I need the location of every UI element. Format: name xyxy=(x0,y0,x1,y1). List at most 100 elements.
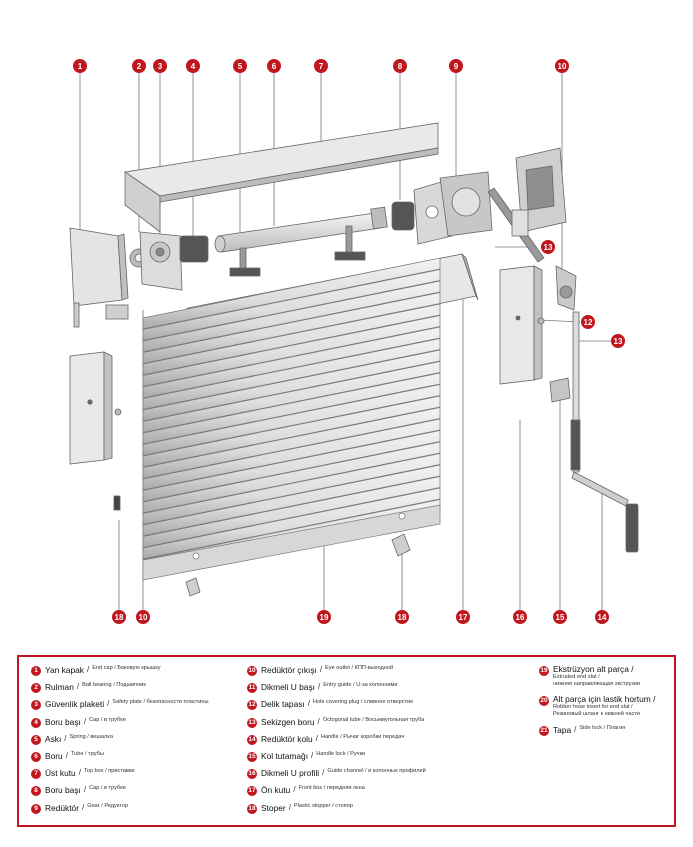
legend-number-badge: 17 xyxy=(247,786,257,797)
legend-term-en: Spring / вешалка xyxy=(69,733,113,740)
curtain-slat xyxy=(142,384,441,456)
legend-term-ru: Резиновый шланг к нижней части xyxy=(553,711,640,717)
legend-term-en: Octogonal tube / Восьмиугольная труба xyxy=(322,716,425,723)
curtain-slat xyxy=(142,487,441,560)
legend-separator: / xyxy=(76,682,80,692)
legend-term-en: Entry guide / U-за колоннами xyxy=(323,682,398,689)
callout-badge-circle xyxy=(73,59,87,73)
curtain-slat xyxy=(142,453,441,525)
curtain-slat xyxy=(142,441,441,514)
legend-term-tr: Tapa xyxy=(553,725,572,735)
curtain-slat xyxy=(142,315,441,387)
legend-term-en: Handle lock / Ручки xyxy=(316,750,366,757)
callout-badge-circle xyxy=(541,240,555,254)
legend-term-tr: Dikmeli U başı xyxy=(261,682,315,693)
legend-term-en: Cap / в трубке xyxy=(89,785,126,792)
legend-separator: / xyxy=(78,768,81,778)
curtain-slat xyxy=(142,395,441,468)
callout-badge-number: 10 xyxy=(139,613,148,622)
guide-channels xyxy=(69,265,545,511)
callout-badge-number: 12 xyxy=(584,318,593,327)
curtain-slat xyxy=(142,303,441,376)
callout-badge-number: 5 xyxy=(238,62,243,71)
callout-badge: 7 xyxy=(314,59,328,73)
legend-separator: / xyxy=(317,716,320,726)
callout-badge-circle xyxy=(233,59,247,73)
legend-text: Alt parça için lastik hortum /Robber hos… xyxy=(553,695,655,718)
callout-badge: 17 xyxy=(456,610,470,624)
curtain-slat xyxy=(142,361,441,433)
curtain-slat xyxy=(142,269,441,341)
callout-badge-number: 18 xyxy=(398,613,407,622)
legend-separator: / xyxy=(317,682,321,692)
crank-handle xyxy=(549,311,639,553)
legend-number-badge: 6 xyxy=(31,751,41,762)
curtain-slat xyxy=(142,372,441,445)
legend-term-tr: Stoper xyxy=(261,802,286,813)
callout-badge: 13 xyxy=(541,240,555,254)
legend-number-badge: 1 xyxy=(31,666,41,676)
legend-number-badge: 12 xyxy=(247,700,257,711)
legend-number-badge: 16 xyxy=(247,769,257,780)
curtain-slat xyxy=(142,257,441,330)
legend-term-tr: Redüktör kolu xyxy=(261,733,313,744)
legend-number-badge: 5 xyxy=(31,734,41,745)
legend-term-tr: Boru başı xyxy=(45,785,81,796)
callout-badge: 14 xyxy=(595,610,609,624)
legend-number-badge: 11 xyxy=(247,683,257,694)
callout-lines xyxy=(79,70,612,610)
legend-separator: / xyxy=(83,716,87,726)
legend-number-badge: 2 xyxy=(31,683,41,694)
legend-term-tr: Redüktör çıkışı xyxy=(261,665,317,675)
callout-badge-circle xyxy=(555,59,569,73)
legend-number-badge: 7 xyxy=(31,769,41,780)
callout-badge-circle xyxy=(317,610,331,624)
callout-badge-circle xyxy=(449,59,463,73)
callout-badge-number: 2 xyxy=(137,62,142,71)
plugs xyxy=(185,533,411,597)
legend-separator: / xyxy=(64,733,67,743)
callout-badge-circle xyxy=(456,610,470,624)
callout-badge-number: 19 xyxy=(320,613,329,622)
legend-term-tr: Sekizgen boru xyxy=(261,716,315,727)
callout-badge: 8 xyxy=(393,59,407,73)
legend-term-tr: Ön kutu xyxy=(261,785,291,796)
callout-badge-number: 18 xyxy=(115,613,124,622)
legend-term-en: Safety plate / безопасности пластины xyxy=(112,699,209,706)
callout-badge: 6 xyxy=(267,59,281,73)
curtain-slat xyxy=(142,407,441,479)
legend-term-tr: Yan kapak xyxy=(45,665,84,675)
callout-badge-number: 13 xyxy=(614,337,623,346)
legend-term-tr: Kol tutamağı xyxy=(261,750,309,761)
callout-badge-circle xyxy=(395,610,409,624)
legend-term-tr: Dikmeli U profili xyxy=(261,768,320,779)
callout-badge-number: 1 xyxy=(78,62,83,71)
legend-number-badge: 13 xyxy=(247,717,257,728)
callout-badge-circle xyxy=(136,610,150,624)
legend-separator: / xyxy=(574,725,577,734)
curtain-slat xyxy=(142,349,441,422)
callout-badge: 10 xyxy=(136,610,150,624)
callout-badge-number: 4 xyxy=(191,62,196,71)
callout-badge-circle xyxy=(112,610,126,624)
callout-badge: 1 xyxy=(73,59,87,73)
callout-badge: 3 xyxy=(153,59,167,73)
legend-number-badge: 18 xyxy=(247,803,257,814)
callout-badge: 13 xyxy=(611,334,625,348)
legend-term-en: Eye outlet / КПП-выходной xyxy=(325,665,394,671)
legend-term-tr: Boru xyxy=(45,750,63,761)
legend-number-badge: 19 xyxy=(539,666,549,676)
callout-badge: 2 xyxy=(132,59,146,73)
callout-badge: 12 xyxy=(581,315,595,329)
callout-badge-number: 6 xyxy=(272,62,277,71)
